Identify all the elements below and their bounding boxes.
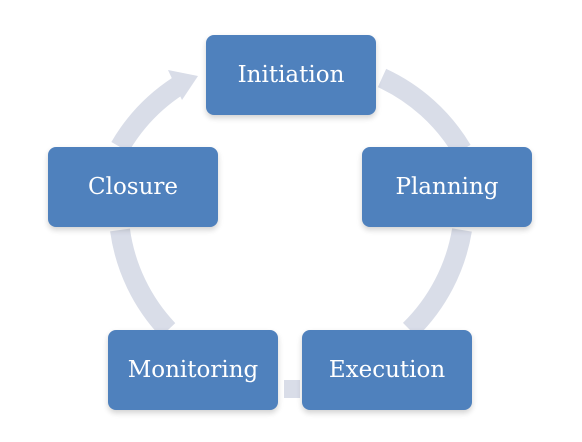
arrow-initiation-to-planning (377, 68, 471, 156)
arrow-monitoring-to-closure (110, 228, 176, 337)
node-monitoring: Monitoring (108, 330, 278, 410)
arrow-closure-to-initiation (111, 77, 184, 153)
arrow-planning-to-execution (402, 228, 472, 338)
arrowhead-initiation (168, 70, 198, 100)
node-initiation: Initiation (206, 35, 376, 115)
node-closure: Closure (48, 147, 218, 227)
node-planning: Planning (362, 147, 532, 227)
arrow-execution-to-monitoring (284, 380, 300, 398)
node-execution: Execution (302, 330, 472, 410)
